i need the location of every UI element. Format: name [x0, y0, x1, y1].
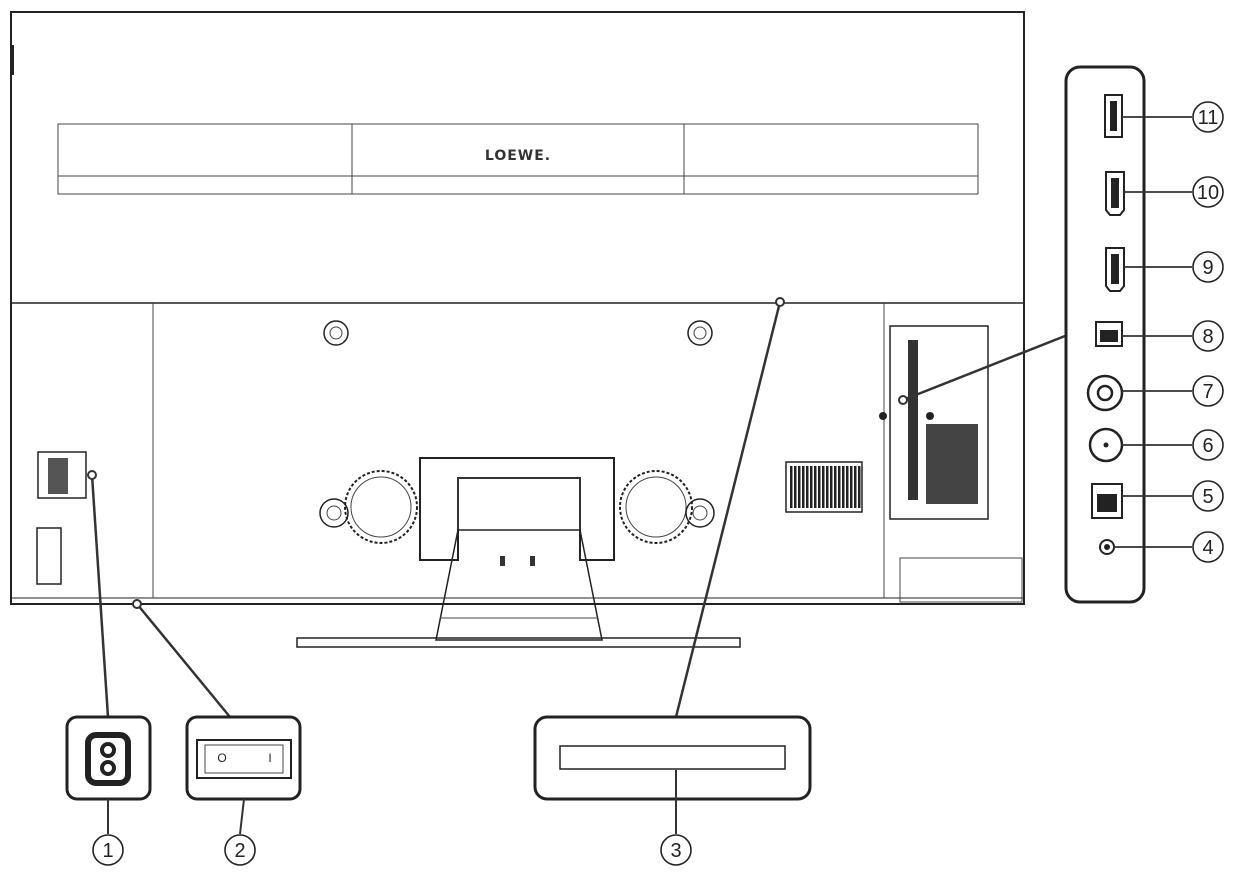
hdmi-port-lower — [1105, 247, 1125, 292]
hdmi-port-upper — [1105, 171, 1125, 216]
callout-label: 2 — [234, 840, 245, 862]
callout-5: 5 — [1192, 480, 1224, 512]
detail-power-socket — [65, 715, 152, 834]
vesa-screw-right — [687, 320, 713, 346]
speaker-left — [319, 470, 418, 544]
lan-port — [1091, 483, 1123, 519]
detail-power-switch: O I — [185, 715, 302, 835]
detail-card-slot — [533, 715, 812, 834]
callout-8: 8 — [1192, 320, 1224, 352]
tv-connection-panel — [879, 325, 1023, 603]
callout-markers: 1 2 3 4 5 6 7 8 9 10 11 — [92, 101, 1224, 866]
callout-4: 4 — [1192, 531, 1224, 563]
callout-label: 3 — [670, 840, 681, 862]
side-connector-panel — [1064, 65, 1192, 604]
callout-1: 1 — [92, 834, 124, 866]
tv-stand — [296, 457, 741, 648]
callout-10: 10 — [1192, 176, 1224, 208]
callout-7: 7 — [1192, 375, 1224, 407]
antenna-socket — [1086, 374, 1124, 412]
callout-label: 4 — [1202, 537, 1213, 559]
usb-port — [1104, 94, 1123, 138]
callout-label: 11 — [1198, 107, 1219, 129]
switch-off-mark: O — [217, 751, 226, 765]
callout-6: 6 — [1192, 429, 1224, 461]
tv-back-panel — [10, 11, 1025, 605]
callout-label: 8 — [1202, 326, 1213, 348]
vent-grille — [785, 461, 863, 513]
tv-power-socket — [36, 451, 87, 585]
callout-label: 7 — [1202, 381, 1213, 403]
speaker-right — [619, 470, 715, 544]
callout-11: 11 — [1192, 101, 1224, 133]
callout-label: 5 — [1202, 486, 1213, 508]
callout-2: 2 — [224, 834, 256, 866]
vesa-screw-left — [323, 320, 349, 346]
callout-3: 3 — [660, 834, 692, 866]
leader-lines — [90, 301, 1066, 718]
switch-on-mark: I — [268, 751, 271, 765]
callout-label: 10 — [1197, 182, 1219, 204]
service-port — [1095, 321, 1123, 347]
callout-label: 6 — [1202, 435, 1213, 457]
callout-label: 9 — [1202, 257, 1213, 279]
loewe-logo: LOEWE. — [485, 148, 551, 164]
logo-strip: LOEWE. — [57, 123, 979, 195]
callout-label: 1 — [102, 840, 113, 862]
callout-9: 9 — [1192, 251, 1224, 283]
